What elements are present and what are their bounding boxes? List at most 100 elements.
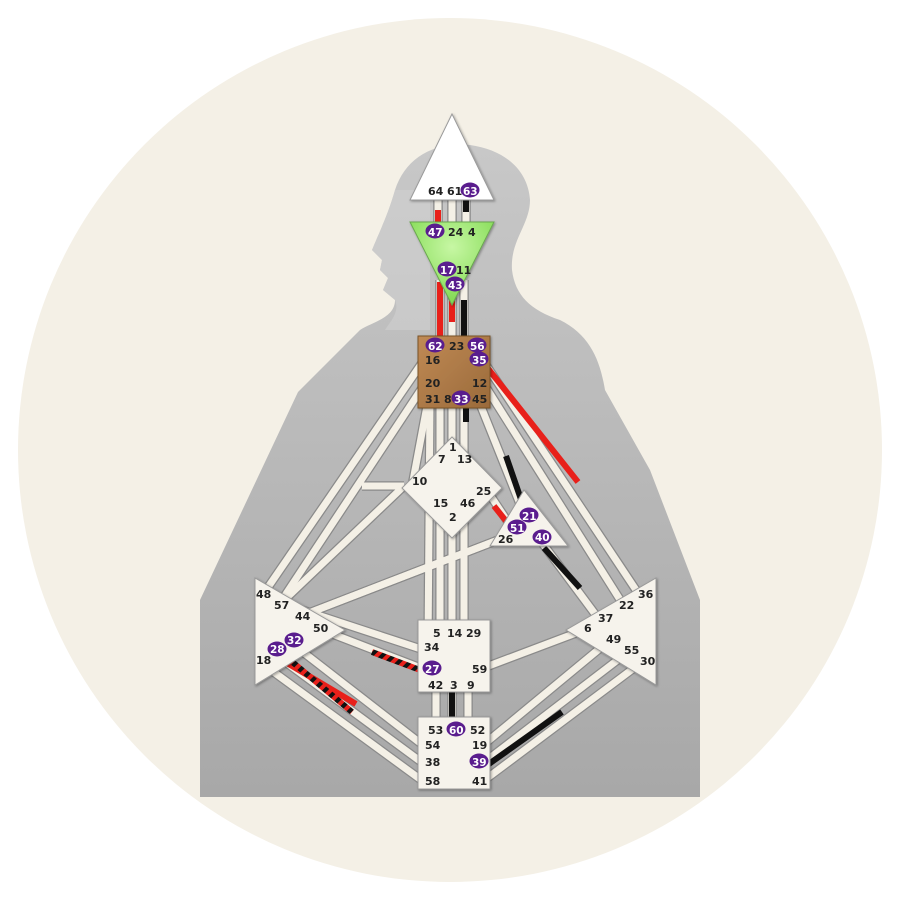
- channel-19-49: [479, 637, 613, 749]
- gate-badge-33: [451, 390, 471, 406]
- gate-badge-51: [507, 519, 527, 535]
- gate-26: 26: [498, 533, 514, 546]
- gate-48: 48: [256, 588, 271, 601]
- channel-39-55: [479, 649, 631, 767]
- gate-15: 15: [433, 497, 448, 510]
- gate-14: 14: [447, 627, 463, 640]
- gate-9: 9: [467, 679, 475, 692]
- gate-4: 4: [468, 226, 476, 239]
- gate-10: 10: [412, 475, 428, 488]
- channel-12-22: [481, 382, 627, 608]
- gate-57: 57: [274, 599, 289, 612]
- gate-29: 29: [466, 627, 481, 640]
- gate-54: 54: [425, 739, 441, 752]
- gate-44: 44: [295, 610, 311, 623]
- channel-16-48: [259, 358, 427, 598]
- gate-badge-27: [422, 660, 442, 676]
- gate-53: 53: [428, 724, 443, 737]
- gate-badge-17: [437, 261, 457, 277]
- gate-46: 46: [460, 497, 476, 510]
- overlay-32-54-stripe: [288, 657, 354, 715]
- gate-20: 20: [425, 377, 441, 390]
- gate-27: 27: [425, 664, 440, 676]
- gate-21: 21: [522, 511, 537, 523]
- gate-badge-43: [445, 276, 465, 292]
- head-center: [409, 112, 495, 201]
- overlay-39-55-black: [484, 709, 564, 769]
- gate-64: 64: [428, 185, 444, 198]
- gate-19: 19: [472, 739, 487, 752]
- gate-badge-47: [425, 223, 445, 239]
- gate-56: 56: [470, 341, 485, 353]
- gate-60: 60: [449, 725, 464, 737]
- gate-12: 12: [472, 377, 487, 390]
- channel-41-30: [479, 659, 645, 785]
- gate-28: 28: [270, 644, 285, 656]
- gate-badge-21: [519, 507, 539, 523]
- gate-49: 49: [606, 633, 621, 646]
- g-center: [401, 436, 503, 539]
- gate-40: 40: [535, 532, 550, 544]
- gate-58: 58: [425, 775, 440, 788]
- gate-34: 34: [424, 641, 440, 654]
- gate-25: 25: [476, 485, 491, 498]
- gate-47: 47: [428, 227, 443, 239]
- gate-61: 61: [447, 185, 462, 198]
- gate-63: 63: [463, 186, 478, 198]
- overlay-27-50-stripe: [370, 649, 422, 673]
- gate-3: 3: [450, 679, 458, 692]
- gate-badge-35: [469, 351, 489, 367]
- gate-32: 32: [287, 635, 302, 647]
- sacral-center: [417, 619, 491, 693]
- gate-62: 62: [428, 341, 443, 353]
- gate-42: 42: [428, 679, 443, 692]
- gate-8: 8: [444, 393, 452, 406]
- gate-50: 50: [313, 622, 329, 635]
- gate-badge-56: [467, 337, 487, 353]
- gate-52: 52: [470, 724, 485, 737]
- gate-17: 17: [440, 265, 455, 277]
- gate-51: 51: [510, 523, 525, 535]
- gate-labels: 64 61 63 47 24 4 17 11 43 62 23 56 16 35…: [256, 185, 656, 788]
- gate-5: 5: [433, 627, 441, 640]
- gate-37: 37: [598, 612, 613, 625]
- channel-10-57: [275, 483, 407, 609]
- channel-18-58: [257, 659, 427, 785]
- gate-43: 43: [448, 280, 463, 292]
- overlay-40-37-black: [541, 545, 583, 591]
- spleen-center: [254, 577, 346, 686]
- gate-7: 7: [438, 453, 446, 466]
- channel-20-34: [424, 399, 434, 649]
- channel-44-26: [294, 536, 500, 622]
- gate-24: 24: [448, 226, 464, 239]
- gate-badge-62: [425, 337, 445, 353]
- gate-22: 22: [619, 599, 634, 612]
- gate-1: 1: [449, 441, 457, 454]
- gate-55: 55: [624, 644, 639, 657]
- gate-18: 18: [256, 654, 271, 667]
- gate-2: 2: [449, 511, 457, 524]
- gate-45: 45: [472, 393, 487, 406]
- gate-16: 16: [425, 354, 441, 367]
- gate-badge-63: [460, 182, 480, 198]
- solar-plexus-center: [565, 577, 657, 686]
- gate-41: 41: [472, 775, 487, 788]
- gate-36: 36: [638, 588, 654, 601]
- channel-6-59: [476, 626, 586, 674]
- gate-38: 38: [425, 756, 440, 769]
- gate-59: 59: [472, 663, 487, 676]
- gate-39: 39: [472, 757, 487, 769]
- gate-35: 35: [472, 355, 487, 367]
- gate-badge-28: [267, 641, 287, 657]
- gate-33: 33: [454, 394, 469, 406]
- gate-30: 30: [640, 655, 656, 668]
- channel-20-57: [275, 380, 429, 608]
- gate-11: 11: [456, 264, 471, 277]
- gate-23: 23: [449, 340, 464, 353]
- overlay-35-36-red: [483, 364, 581, 484]
- gate-badge-39: [469, 753, 489, 769]
- gate-13: 13: [457, 453, 472, 466]
- gate-31: 31: [425, 393, 440, 406]
